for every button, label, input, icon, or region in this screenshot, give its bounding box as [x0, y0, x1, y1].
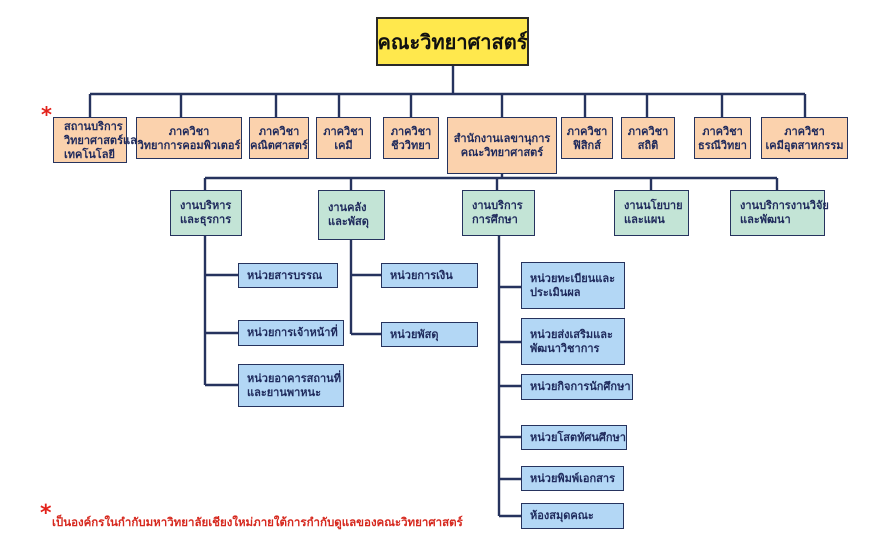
unit-line: หน่วยกิจการนักศึกษา	[530, 380, 631, 393]
division-box-policy-planning: งานนโยบาย และแผน	[614, 190, 689, 236]
unit-box-registration: หน่วยทะเบียนและ ประเมินผล	[521, 262, 625, 309]
department-line: เคมีอุตสาหกรรม	[765, 138, 844, 152]
department-box-biology: ภาควิชา ชีววิทยา	[383, 117, 439, 159]
division-line: งานบริการ	[472, 199, 523, 212]
star-mark: *	[41, 103, 52, 127]
finance-division-connector	[349, 240, 381, 336]
faculty-root-box: คณะวิทยาศาสตร์	[376, 17, 529, 66]
department-line: ภาควิชา	[784, 124, 825, 138]
department-line: สถานบริการ	[64, 119, 123, 133]
department-line: ภาควิชา	[566, 124, 608, 138]
admin-division-connector	[203, 236, 238, 387]
department-line: ภาควิชา	[702, 124, 743, 138]
unit-line: และยานพาหนะ	[247, 385, 321, 399]
unit-line: หน่วยโสตทัศนศึกษา	[530, 430, 626, 444]
unit-line: หน่วยการเงิน	[390, 268, 453, 282]
department-line: ภาควิชา	[258, 124, 300, 138]
division-line: และแผน	[624, 213, 665, 226]
division-line: งานนโยบาย	[624, 199, 683, 212]
department-line: ธรณีวิทยา	[698, 138, 747, 152]
division-line: งานบริหาร	[180, 199, 232, 212]
department-line: ภาควิชา	[627, 124, 669, 138]
unit-line: หน่วยพัสดุ	[390, 327, 439, 341]
footnote-star-mark: *	[40, 501, 52, 526]
unit-box-audiovisual: หน่วยโสตทัศนศึกษา	[521, 425, 627, 450]
unit-box-buildings-vehicles: หน่วยอาคารสถานที่ และยานพาหนะ	[238, 364, 344, 407]
department-line: ฟิสิกส์	[573, 138, 601, 152]
unit-line: พัฒนาวิชาการ	[530, 341, 600, 355]
unit-box-student-affairs: หน่วยกิจการนักศึกษา	[521, 374, 633, 400]
department-line: ชีววิทยา	[391, 138, 431, 152]
unit-line: หน่วยสารบรรณ	[247, 268, 323, 282]
division-line: และธุรการ	[180, 213, 232, 226]
division-line: และพัสดุ	[328, 215, 369, 228]
division-line: งานบริการงานวิจัย	[740, 199, 829, 212]
unit-box-printing: หน่วยพิมพ์เอกสาร	[521, 466, 624, 491]
footnote-text: เป็นองค์กรในกำกับมหาวิทยาลัยเชียงใหม่ภาย…	[52, 515, 463, 529]
department-box-secretariat: สำนักงานเลขานุการ คณะวิทยาศาสตร์	[447, 117, 557, 174]
unit-line: ประเมินผล	[530, 285, 581, 299]
department-line: วิทยาการคอมพิวเตอร์	[137, 138, 241, 152]
unit-box-correspondence: หน่วยสารบรรณ	[238, 263, 338, 288]
unit-line: หน่วยพิมพ์เอกสาร	[530, 471, 615, 485]
department-box-physics: ภาควิชา ฟิสิกส์	[561, 117, 613, 159]
education-division-connector	[497, 236, 521, 518]
division-box-administration: งานบริหาร และธุรการ	[170, 190, 242, 236]
secretariat-to-division-connector	[203, 174, 779, 190]
division-line: และพัฒนา	[740, 213, 791, 226]
department-line: คณะวิทยาศาสตร์	[460, 146, 544, 159]
unit-line: หน่วยการเจ้าหน้าที่	[247, 326, 338, 339]
department-line: วิทยาศาสตร์และ	[64, 133, 143, 147]
department-line: เคมี	[334, 138, 353, 152]
department-line: ภาควิชา	[390, 124, 432, 138]
department-line: ภาควิชา	[168, 124, 210, 138]
division-line: การศึกษา	[472, 213, 518, 226]
unit-box-finance: หน่วยการเงิน	[381, 263, 478, 288]
division-box-research-services: งานบริการงานวิจัย และพัฒนา	[730, 190, 829, 236]
department-line: สำนักงานเลขานุการ	[453, 132, 551, 145]
department-line: เทคโนโลยี	[64, 147, 115, 161]
faculty-root-label: คณะวิทยาศาสตร์	[377, 29, 528, 54]
department-box-chemistry: ภาควิชา เคมี	[316, 117, 371, 159]
unit-box-supplies: หน่วยพัสดุ	[381, 322, 478, 347]
department-line: ภาควิชา	[323, 124, 364, 138]
unit-line: หน่วยทะเบียนและ	[530, 271, 615, 285]
department-line: คณิตศาสตร์	[250, 138, 308, 152]
division-line: งานคลัง	[328, 201, 367, 214]
department-box-geology: ภาควิชา ธรณีวิทยา	[694, 117, 751, 159]
department-box-statistics: ภาควิชา สถิติ	[621, 117, 675, 159]
unit-box-academic-promotion: หน่วยส่งเสริมและ พัฒนาวิชาการ	[521, 318, 625, 365]
department-box-science-service: สถานบริการ วิทยาศาสตร์และ เทคโนโลยี	[53, 117, 143, 163]
unit-box-library: ห้องสมุดคณะ	[521, 503, 624, 529]
division-box-finance: งานคลัง และพัสดุ	[318, 190, 385, 240]
unit-line: หน่วยอาคารสถานที่	[247, 371, 341, 385]
division-box-education-services: งานบริการ การศึกษา	[462, 190, 535, 236]
department-box-computer-science: ภาควิชา วิทยาการคอมพิวเตอร์	[136, 117, 242, 159]
unit-line: ห้องสมุดคณะ	[530, 509, 594, 522]
department-line: สถิติ	[637, 138, 659, 152]
department-box-industrial-chemistry: ภาควิชา เคมีอุตสาหกรรม	[761, 117, 848, 159]
department-box-mathematics: ภาควิชา คณิตศาสตร์	[249, 117, 309, 159]
unit-box-personnel: หน่วยการเจ้าหน้าที่	[238, 320, 344, 346]
root-to-department-connector	[88, 66, 807, 117]
unit-line: หน่วยส่งเสริมและ	[530, 327, 613, 341]
